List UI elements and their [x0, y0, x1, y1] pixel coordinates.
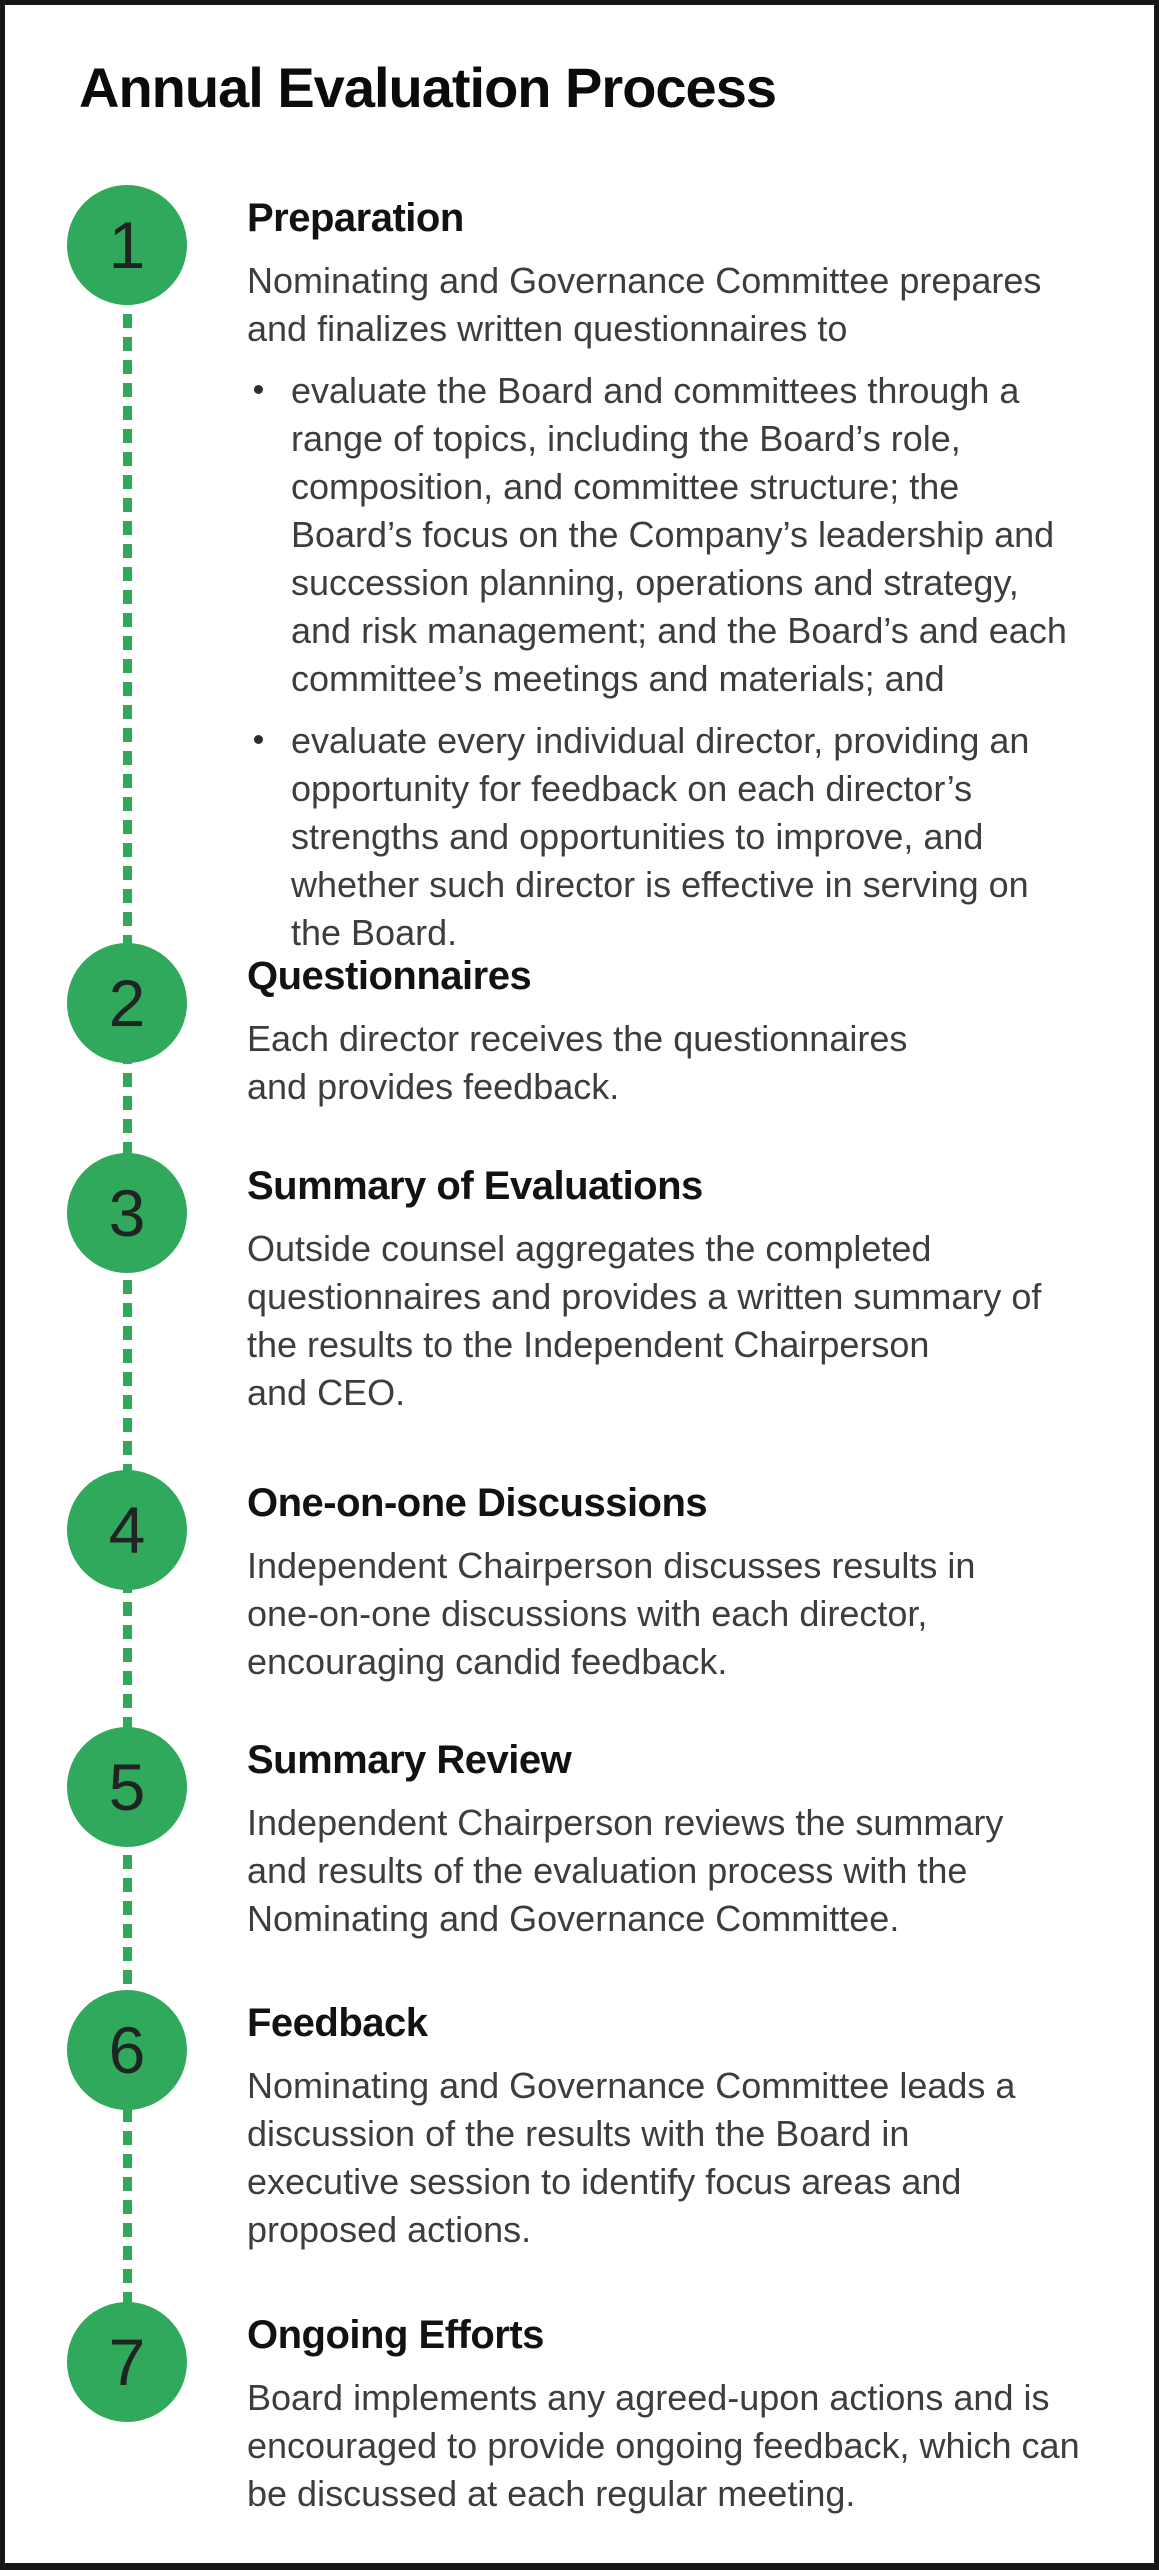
step-number: 6 — [108, 2013, 146, 2087]
step-number: 4 — [108, 1493, 146, 1567]
bullet-text: evaluate every individual director, prov… — [291, 720, 1030, 953]
step-5-content: Summary Review Independent Chairperson r… — [247, 1727, 1127, 1943]
step-title: Feedback — [247, 2001, 428, 2045]
step-3-content: Summary of Evaluations Outside counsel a… — [247, 1153, 1127, 1417]
page-title: Annual Evaluation Process — [79, 56, 777, 119]
step-description: Independent Chairperson discusses result… — [247, 1545, 976, 1682]
step-title: Preparation — [247, 196, 464, 240]
step-7-ongoing-efforts: 7 Ongoing Efforts Board implements any a… — [67, 2302, 1127, 2518]
step-5-summary-review: 5 Summary Review Independent Chairperson… — [67, 1727, 1127, 1943]
step-6-feedback: 6 Feedback Nominating and Governance Com… — [67, 1990, 1127, 2254]
step-2-content: Questionnaires Each director receives th… — [247, 943, 1127, 1111]
bullet-dot-icon — [254, 385, 263, 394]
step-number: 1 — [108, 208, 146, 282]
step-3-number-badge: 3 — [67, 1153, 187, 1273]
step-number: 7 — [108, 2325, 146, 2399]
step-description: Board implements any agreed-upon actions… — [247, 2377, 1080, 2514]
step-title: Summary of Evaluations — [247, 1164, 703, 1208]
step-7-content: Ongoing Efforts Board implements any agr… — [247, 2302, 1127, 2518]
step-2-number-badge: 2 — [67, 943, 187, 1063]
step-1-content: Preparation Nominating and Governance Co… — [247, 185, 1127, 957]
step-4-one-on-one-discussions: 4 One-on-one Discussions Independent Cha… — [67, 1470, 1127, 1686]
bullet-item: evaluate the Board and committees throug… — [247, 367, 1127, 703]
step-5-number-badge: 5 — [67, 1727, 187, 1847]
step-1-preparation: 1 Preparation Nominating and Governance … — [67, 185, 1127, 957]
step-number: 3 — [108, 1176, 146, 1250]
step-number: 5 — [108, 1750, 146, 1824]
step-7-number-badge: 7 — [67, 2302, 187, 2422]
step-description: Nominating and Governance Committee lead… — [247, 2065, 1016, 2250]
bullet-item: evaluate every individual director, prov… — [247, 717, 1127, 957]
step-2-questionnaires: 2 Questionnaires Each director receives … — [67, 943, 1127, 1111]
step-6-number-badge: 6 — [67, 1990, 187, 2110]
step-number: 2 — [108, 966, 146, 1040]
step-title: Summary Review — [247, 1738, 572, 1782]
step-description: Outside counsel aggregates the completed… — [247, 1228, 1042, 1413]
bullet-text: evaluate the Board and committees throug… — [291, 370, 1067, 699]
timeline-dashed-connector — [123, 245, 132, 2363]
step-1-number-badge: 1 — [67, 185, 187, 305]
step-description: Nominating and Governance Committee prep… — [247, 260, 1042, 349]
step-4-content: One-on-one Discussions Independent Chair… — [247, 1470, 1127, 1686]
step-6-content: Feedback Nominating and Governance Commi… — [247, 1990, 1127, 2254]
step-description: Independent Chairperson reviews the summ… — [247, 1802, 1004, 1939]
bullet-dot-icon — [254, 735, 263, 744]
step-3-summary-of-evaluations: 3 Summary of Evaluations Outside counsel… — [67, 1153, 1127, 1417]
step-title: One-on-one Discussions — [247, 1481, 708, 1525]
step-title: Ongoing Efforts — [247, 2313, 544, 2357]
step-description: Each director receives the questionnaire… — [247, 1018, 908, 1107]
step-title: Questionnaires — [247, 954, 532, 998]
step-4-number-badge: 4 — [67, 1470, 187, 1590]
